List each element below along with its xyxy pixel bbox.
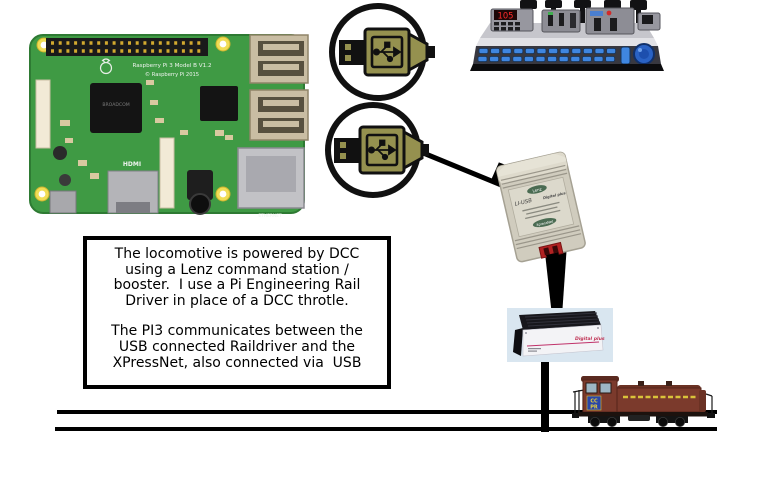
- blue-rocker-switch: [620, 46, 631, 65]
- coupler: [572, 413, 579, 418]
- blue-button-rows: [477, 48, 617, 62]
- cab-window: [599, 382, 612, 394]
- lenz-badge: [527, 185, 547, 194]
- usb-trident-icon: [373, 41, 402, 63]
- svg-text:PR: PR: [590, 405, 598, 411]
- usb-lan-chip: [200, 86, 238, 121]
- connector-cable: [545, 252, 560, 268]
- capacitor: [59, 174, 71, 186]
- passive-components: [60, 80, 233, 179]
- exhaust-stack: [666, 381, 672, 386]
- usb-plug-circle-2: [325, 102, 429, 198]
- note-line: The PI3 communicates between the: [111, 323, 363, 340]
- coupler: [707, 413, 715, 418]
- micro-usb-port: [49, 190, 77, 214]
- inductor: [53, 146, 67, 160]
- ethernet-label: ETHERNET: [258, 213, 282, 219]
- note-line: Driver in place of a DCC throtle.: [125, 292, 349, 309]
- camera-connector: [159, 137, 175, 209]
- cab-logo: [586, 395, 602, 411]
- locomotive: CC PR: [572, 376, 715, 428]
- usb-plug-circle-1: [329, 3, 435, 101]
- svg-text:XpressNet: XpressNet: [536, 219, 554, 227]
- front-lip: [476, 38, 658, 46]
- svg-text:CC: CC: [590, 399, 598, 405]
- exhaust-stack: [638, 381, 644, 386]
- mounting-holes: [34, 36, 231, 202]
- fuel-tank: [628, 415, 650, 421]
- station-to-track-cable: [541, 358, 549, 432]
- station-front-panel: [522, 324, 604, 357]
- hdmi-port: [107, 170, 159, 214]
- broadcom-soc-chip: [90, 83, 142, 133]
- svg-text:BROADCOM: BROADCOM: [102, 102, 129, 108]
- note-line: using a Lenz command station /: [125, 261, 349, 278]
- usb-plug-icon: [334, 125, 429, 175]
- truck: [656, 416, 688, 423]
- center-panel: [585, 7, 635, 35]
- raildriver-controller: 105: [470, 0, 664, 71]
- command-station-photo: Digital plus: [507, 308, 613, 362]
- lenz-usb-interface: Lenz LI-USB Digital plus XpressNet: [490, 151, 586, 268]
- blue-dial: [633, 43, 655, 65]
- audio-jack: [187, 170, 213, 215]
- switch-panel: [541, 9, 581, 33]
- ethernet-port: [237, 147, 305, 209]
- raspberry-logo-icon: [99, 58, 113, 75]
- display-panel: 105: [490, 8, 534, 32]
- usb-ports: [249, 34, 309, 141]
- track-rail-top: [57, 410, 717, 414]
- note-line: USB connected Raildriver and the: [118, 338, 356, 355]
- interface-model: LI-USB: [514, 198, 533, 208]
- station-brand: Digital plus: [575, 336, 605, 342]
- track-rail-bottom: [55, 427, 717, 431]
- note-line: booster. I use a Pi Engineering Rail: [113, 277, 361, 294]
- wheels: [589, 417, 686, 428]
- display-connector: [35, 79, 51, 149]
- pi-copyright: © Raspberry Pi 2015: [145, 71, 199, 78]
- gpio-header: [46, 38, 208, 56]
- nose: [699, 390, 706, 412]
- truck: [588, 416, 620, 423]
- usb-trident-icon: [368, 139, 397, 161]
- raspberry-pi-photo: Raspberry Pi 3 Model B V1.2 © Raspberry …: [29, 34, 309, 219]
- silkscreen-text: Raspberry Pi 3 Model B V1.2 © Raspberry …: [132, 63, 211, 78]
- led-display: 105: [498, 11, 514, 21]
- cab-window: [585, 382, 598, 394]
- interface-brand: Digital plus: [543, 191, 567, 200]
- svg-text:Lenz: Lenz: [532, 186, 542, 193]
- right-panel: [637, 12, 661, 31]
- base: [470, 64, 664, 71]
- hood: [616, 387, 702, 413]
- xpressnet-badge: [532, 218, 557, 228]
- note-line: The locomotive is powered by DCC: [114, 246, 360, 262]
- pi-title: Raspberry Pi 3 Model B V1.2: [132, 63, 211, 69]
- usb-plug-icon: [339, 27, 435, 77]
- station-left-side: [513, 328, 523, 356]
- note-box: The locomotive is powered by DCC using a…: [83, 236, 391, 389]
- note-line: XPressNet, also connected via USB: [112, 354, 362, 371]
- frame: [578, 412, 708, 417]
- hdmi-label: HDMI: [123, 161, 141, 168]
